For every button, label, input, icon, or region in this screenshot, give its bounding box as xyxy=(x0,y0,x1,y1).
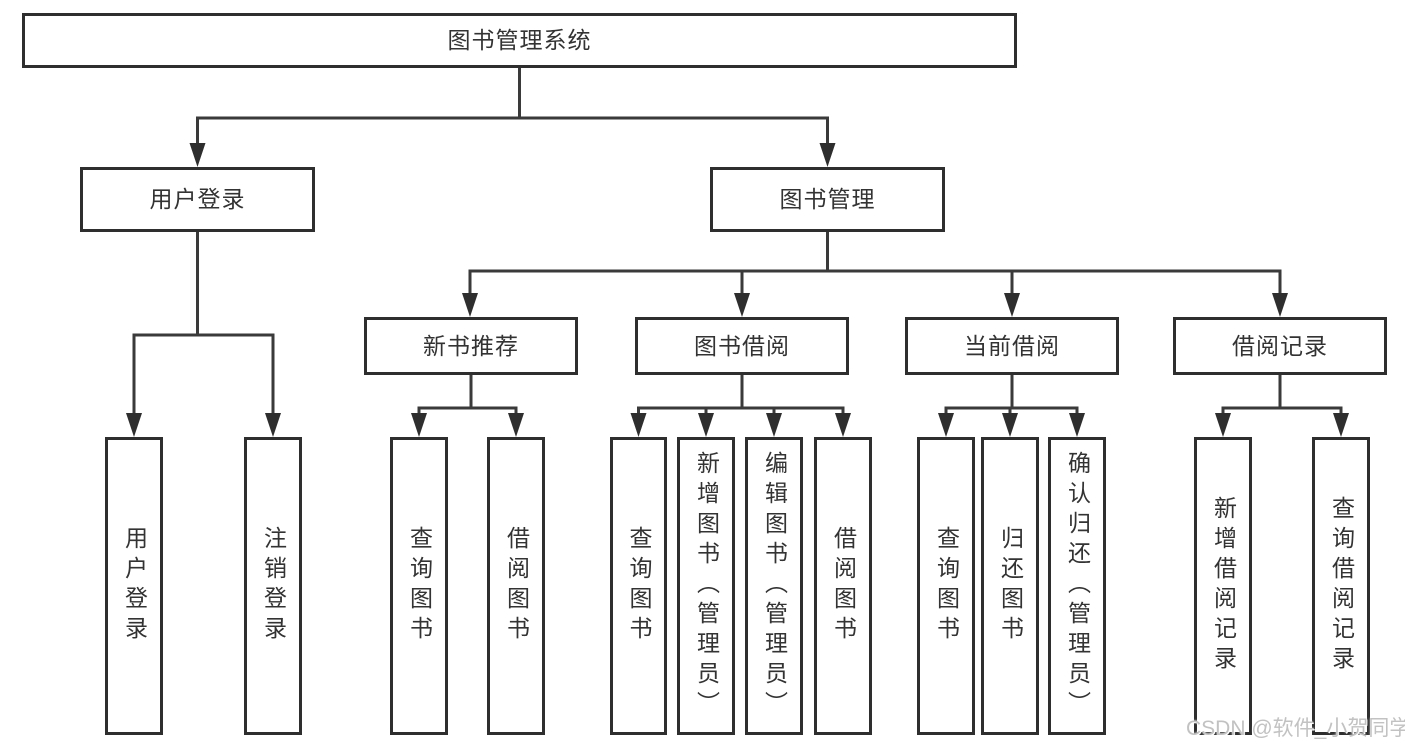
node-user-login-branch: 用户登录 xyxy=(80,167,315,232)
leaf-edit-book-admin: 编辑图书（管理员） xyxy=(745,437,803,735)
leaf-query-books-borrow: 查询图书 xyxy=(610,437,667,735)
leaf-borrow-books-recommend: 借阅图书 xyxy=(487,437,545,735)
node-label: 借阅记录 xyxy=(1232,332,1328,359)
node-label: 新书推荐 xyxy=(423,332,519,359)
leaf-return-book: 归还图书 xyxy=(981,437,1039,735)
leaf-logout: 注销登录 xyxy=(244,437,302,735)
node-label: 图书借阅 xyxy=(694,332,790,359)
node-label: 图书管理系统 xyxy=(447,27,592,53)
node-new-book-recommend: 新书推荐 xyxy=(364,317,578,375)
node-label: 查询图书 xyxy=(406,526,433,646)
node-current-borrow: 当前借阅 xyxy=(905,317,1119,375)
leaf-confirm-return-admin: 确认归还（管理员） xyxy=(1048,437,1106,735)
node-label: 查询图书 xyxy=(626,526,652,646)
leaf-query-books-recommend: 查询图书 xyxy=(390,437,448,735)
node-label: 确认归还（管理员） xyxy=(1064,451,1091,721)
node-label: 图书管理 xyxy=(779,186,876,212)
leaf-borrow-books: 借阅图书 xyxy=(814,437,872,735)
node-label: 当前借阅 xyxy=(964,332,1060,359)
node-label: 新增借阅记录 xyxy=(1210,496,1237,676)
leaf-add-book-admin: 新增图书（管理员） xyxy=(677,437,735,735)
connector-lines xyxy=(132,68,1343,416)
node-label: 归还图书 xyxy=(997,526,1024,646)
node-root-system: 图书管理系统 xyxy=(22,13,1017,68)
node-borrow-record: 借阅记录 xyxy=(1173,317,1387,375)
connector-arrowheads xyxy=(126,143,1349,437)
csdn-watermark: CSDN @软件_小贺同学 xyxy=(1186,717,1405,740)
node-label: 编辑图书（管理员） xyxy=(761,451,788,721)
node-label: 用户登录 xyxy=(121,526,148,646)
leaf-add-borrow-record: 新增借阅记录 xyxy=(1194,437,1252,735)
leaf-query-borrow-record: 查询借阅记录 xyxy=(1312,437,1370,735)
node-label: 新增图书（管理员） xyxy=(693,451,720,721)
node-label: 查询图书 xyxy=(933,526,960,646)
node-book-borrow: 图书借阅 xyxy=(635,317,849,375)
node-label: 借阅图书 xyxy=(503,526,530,646)
leaf-query-books-current: 查询图书 xyxy=(917,437,975,735)
leaf-user-login: 用户登录 xyxy=(105,437,163,735)
node-book-management-branch: 图书管理 xyxy=(710,167,945,232)
node-label: 借阅图书 xyxy=(830,526,857,646)
node-label: 用户登录 xyxy=(149,186,246,212)
node-label: 注销登录 xyxy=(260,526,287,646)
node-label: 查询借阅记录 xyxy=(1328,496,1355,676)
